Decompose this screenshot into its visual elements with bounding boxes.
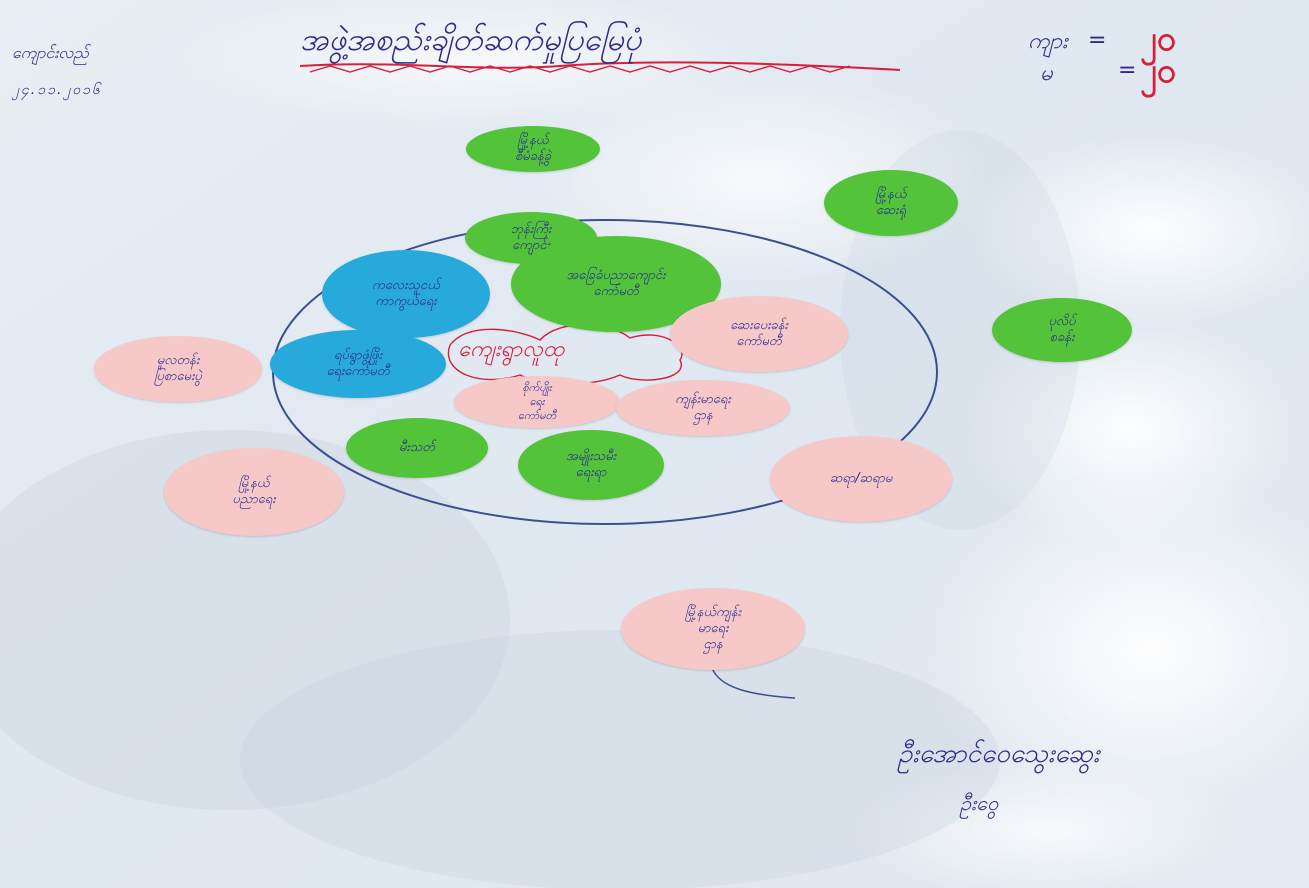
female-equals: =: [1118, 58, 1137, 83]
sticker-text: ကော်မတီ: [736, 334, 782, 349]
sticker-text: စခန်း: [1049, 330, 1075, 345]
sticker-pink-bottom-left: မြို့နယ် ပညာရေး: [164, 448, 344, 536]
sticker-text: ကော်မတီ: [593, 284, 639, 299]
sticker-text: ဘုန်းကြီး: [510, 221, 552, 237]
sticker-green-bottom-center: အမျိုးသမီး ရေးရာ: [518, 430, 664, 500]
sticker-pink-left-outer: မူလတန်း ပြစာမေးပွဲ: [94, 336, 262, 402]
male-count: ၂၀: [1140, 19, 1176, 59]
sticker-text: စီမံခန့်ခွဲ: [514, 149, 552, 164]
sticker-pink-right-inner: ဆေးပေးခန်း ကော်မတီ: [670, 296, 848, 372]
sticker-text: ကော်မတီ: [517, 408, 557, 422]
sticker-text: ပြစာမေးပွဲ: [154, 369, 202, 384]
sticker-text: ကာကွယ်ရေး: [375, 294, 437, 309]
connector-line: [711, 667, 796, 699]
sticker-pink-bottom-right: ဆရာ/ဆရာမ: [770, 436, 952, 522]
sticker-blue-top: ကလေးသူငယ် ကာကွယ်ရေး: [322, 250, 490, 338]
center-cloud: [447, 324, 683, 385]
sticker-text: ဆရာ/ဆရာမ: [829, 470, 893, 486]
center-label: ကျေးရွာလူထု: [458, 337, 565, 362]
title-underline: [299, 61, 901, 71]
sticker-text: ဆေးရုံ: [876, 203, 906, 218]
sticker-text: ကလေးသူငယ်: [372, 277, 440, 293]
sticker-text: ပုလိပ်: [1048, 313, 1076, 329]
sticker-text: အမျိုးသမီး: [566, 448, 616, 464]
sticker-text: ကျန်းမာရေး: [675, 391, 731, 407]
sticker-text: ဌာန: [693, 408, 713, 423]
sticker-text: မြို့နယ်ကျန်း: [685, 604, 741, 620]
sticker-text: မြို့နယ်: [875, 186, 907, 202]
sticker-text: မြို့နယ်: [238, 475, 270, 491]
sticker-text: ရေး: [529, 395, 545, 409]
sticker-top-green: မြို့နယ် စီမံခန့်ခွဲ: [466, 126, 600, 172]
female-count: ၂၀: [1140, 51, 1176, 91]
sticker-text: မူလတန်း: [156, 352, 200, 368]
sticker-pink-center-left: စိုက်ပျိုး ရေး ကော်မတီ: [454, 376, 620, 428]
sticker-blue-left: ရပ်ရွာဖွံ့ဖြိုး ရေးကော်မတီ: [270, 330, 446, 398]
male-equals: =: [1088, 28, 1107, 53]
title-zigzag: [309, 65, 851, 73]
sticker-text: ပညာရေး: [232, 492, 276, 507]
sticker-text: မြို့နယ်: [517, 132, 549, 148]
sticker-text: ရေးရာ: [575, 465, 607, 480]
sticker-green-bottom-left: မီးသတ်: [346, 418, 488, 478]
sticker-text: ရေးကော်မတီ: [326, 364, 390, 379]
sticker-text: မာရေး: [697, 620, 729, 636]
sticker-pink-center-right: ကျန်းမာရေး ဌာန: [616, 380, 790, 436]
sticker-pink-lower: မြို့နယ်ကျန်း မာရေး ဌာန: [621, 588, 805, 670]
signature-name-2: ဦးဝွေ: [960, 791, 999, 815]
sticker-text: ရပ်ရွာဖွံ့ဖြိုး: [333, 347, 383, 363]
sticker-text: ဌာန: [703, 637, 723, 653]
sticker-text: မီးသတ်: [399, 439, 435, 455]
sticker-text: အခြေခံပညာကျောင်း: [566, 267, 666, 283]
sticker-right-green: ပုလိပ် စခန်း: [992, 298, 1132, 362]
signature-name: ဦးအောင်ဝေသွေးဆွေး: [898, 739, 1100, 769]
date-label: ၂၄.၁၁.၂၀၁၆: [12, 82, 102, 98]
female-label: မ: [1040, 61, 1053, 86]
male-label: ကျား: [1028, 29, 1068, 54]
sticker-text: စိုက်ပျိုး: [522, 381, 552, 395]
chart-title: အဖွဲ့အစည်းချိတ်ဆက်မှုပြမြေပုံ: [300, 22, 642, 58]
place-label: ကျောင်းလည်: [12, 43, 89, 62]
sticker-topright-green: မြို့နယ် ဆေးရုံ: [824, 170, 958, 236]
sticker-text: ဆေးပေးခန်း: [730, 317, 788, 333]
